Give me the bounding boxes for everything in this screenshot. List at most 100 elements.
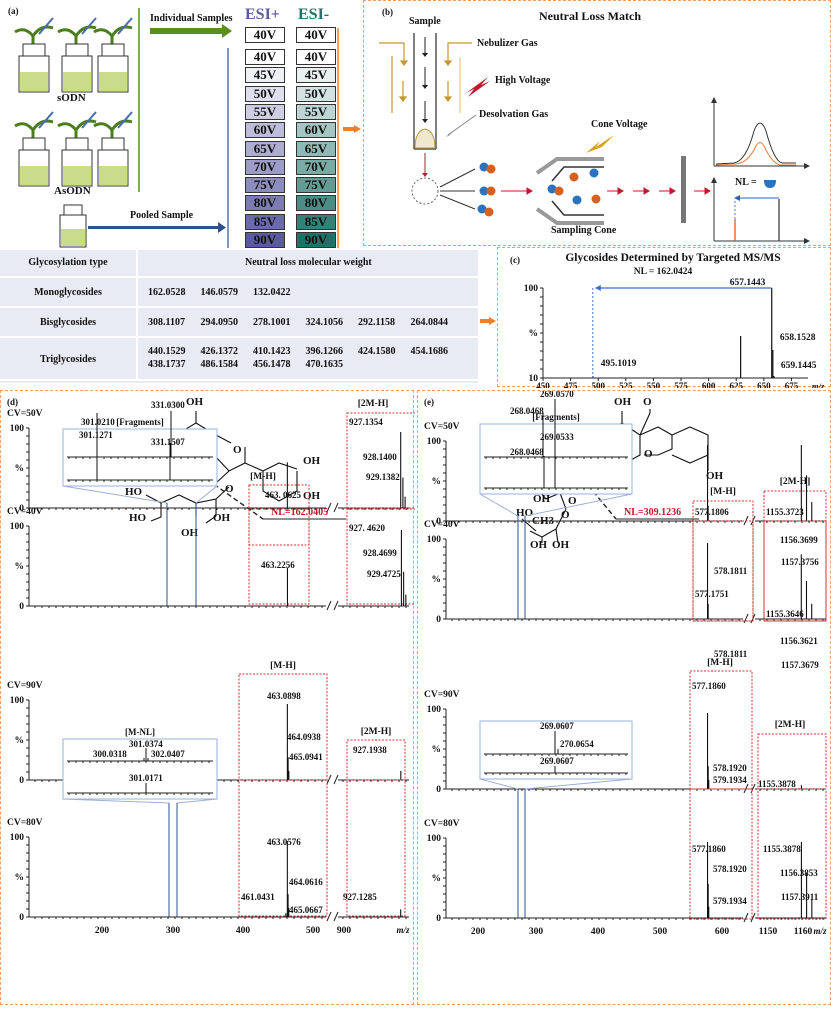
cv-label: CV=80V (7, 818, 43, 828)
structure-atom-label: O (225, 483, 234, 495)
cv-label: CV=90V (7, 681, 43, 691)
structure-atom-label: HO (516, 507, 534, 519)
peak-label: 1155.3723 (766, 507, 804, 517)
neutral-loss-value: 146.0579 (200, 287, 239, 298)
y-label-100: 100 (427, 834, 442, 844)
nl-spectrum-inset (711, 177, 810, 244)
y-label-100: 100 (10, 424, 25, 434)
voltage-box-esi-neg: 90V (296, 232, 336, 248)
red-flow-arrows (501, 187, 711, 195)
sodn-label: sODN (57, 92, 86, 104)
x-tick-label: 1160 (794, 927, 813, 937)
ion-highlight-box (346, 779, 406, 917)
y-label-pct: % (15, 464, 25, 474)
y-label-pct: % (432, 477, 442, 487)
fragment-label: 269.0607 (540, 721, 574, 731)
neutral-loss-table: Glycosylation type Neutral loss molecula… (0, 250, 478, 383)
chromatogram-inset (711, 97, 810, 169)
fragment-inset-box (479, 720, 633, 780)
voltage-box-esi-pos: 85V (245, 213, 285, 230)
fragment-label: 302.0407 (151, 749, 185, 759)
x-tick-label: 900 (337, 926, 352, 936)
individual-esi-neg-voltage: 40V (296, 27, 336, 43)
ion-highlight-box (692, 520, 754, 622)
structure-atom-label: O (643, 396, 652, 408)
sampling-cone-icon (535, 157, 604, 225)
y-tick-label: % (529, 329, 539, 339)
glycosylation-type-cell: Monoglycosides (0, 278, 138, 306)
zoom-guide-line (195, 485, 218, 504)
glycosylation-type-cell: Bisglycosides (0, 308, 138, 336)
ion-highlight-box (248, 508, 310, 605)
y-label-0: 0 (436, 615, 441, 625)
neutral-loss-value: 426.1372 (200, 346, 239, 357)
fragment-label: 301.0171 (129, 773, 163, 783)
peak-label: 464.0938 (287, 732, 321, 742)
peak-label: 578.1920 (713, 763, 747, 773)
x-tick-label: 300 (529, 927, 544, 937)
peak-label: 927.1285 (343, 892, 377, 902)
neutral-loss-value: 438.1737 (148, 359, 186, 370)
neutral-loss-value: 162.0528 (148, 287, 186, 298)
voltage-box-esi-pos: 45V (245, 67, 285, 84)
plant-bottle-group-1 (14, 17, 133, 93)
peak-label: 577.1860 (692, 844, 726, 854)
y-label-0: 0 (436, 785, 441, 795)
structure-atom-label: OH (530, 539, 548, 551)
voltage-box-esi-pos: 80V (245, 195, 285, 212)
peak-label: 463.0898 (267, 691, 301, 701)
orange-arrow-table-to-c (480, 312, 496, 330)
cv-label: CV=40V (424, 520, 460, 530)
cv-label: CV=90V (424, 690, 460, 700)
y-label-0: 0 (19, 504, 24, 514)
neutral-loss-value: 396.1266 (305, 346, 344, 357)
panel-e: (e)NL=309.1236OHOOHOOOHOHOHOOCH3OHOHOHOC… (417, 389, 831, 1005)
peak-label: 927.1354 (349, 417, 383, 427)
voltage-box-esi-neg: 80V (296, 195, 336, 212)
structure-atom-label: OH (213, 512, 231, 524)
peak-label: 577.1751 (695, 589, 729, 599)
sample-illustration (14, 8, 339, 248)
peak-label: 465.0941 (289, 752, 323, 762)
axis-break (326, 774, 332, 785)
ion-type-label: [2M-H] (358, 399, 389, 409)
neutral-loss-value: 132.0422 (253, 287, 291, 298)
ion-highlight-box (689, 788, 753, 920)
peak-label: 1156.3699 (780, 535, 818, 545)
neutral-loss-value: 456.1478 (253, 359, 291, 370)
panel-label: (e) (424, 397, 434, 407)
ion-highlight-box (757, 788, 827, 920)
ion-type-label: [M-H] (710, 487, 736, 497)
zoom-guide-line (524, 493, 633, 517)
x-tick-label: 200 (95, 926, 110, 936)
peak-label: 1156.3853 (780, 868, 818, 878)
individual-samples-label: Individual Samples (150, 13, 233, 24)
fragment-label: 301.0210 (81, 417, 115, 427)
x-tick-label: 625 (729, 381, 743, 388)
y-tick-label: 100 (524, 284, 539, 294)
cv-label: CV=50V (7, 409, 43, 419)
peak-label: 465.0667 (289, 905, 323, 915)
x-axis-label: m/z (812, 381, 825, 388)
peak-label: 1156.3621 (780, 636, 818, 646)
neutral-loss-value: 308.1107 (148, 317, 185, 328)
fragment-label: 331.0300 (151, 400, 185, 410)
panel-d: (d)NL=162.0405OHHOOOHOHOOHOHOOHOHCV=50V1… (0, 390, 418, 1005)
nebulizer-gas-flow (379, 42, 472, 113)
peak-label: 929.4725 (367, 569, 401, 579)
peak-label: 927.1938 (353, 745, 387, 755)
x-axis-label: m/z (396, 925, 410, 935)
y-label-pct: % (432, 575, 442, 585)
ion-type-label: [M-H] (707, 658, 733, 668)
esi-pos-header: ESI+ (245, 6, 280, 23)
y-label-100: 100 (10, 696, 25, 706)
peak-label: 578.1920 (713, 864, 747, 874)
y-label-0: 0 (436, 517, 441, 527)
ion-highlight-box (238, 673, 328, 781)
y-label-100: 100 (427, 535, 442, 545)
peak-label: 464.0616 (289, 877, 323, 887)
ion-highlight-box (248, 484, 310, 546)
peak-label: 578.1811 (714, 566, 748, 576)
chart-e-svg: (e)NL=309.1236OHOOHOOOHOHOHOOCH3OHOHOHOC… (424, 389, 827, 937)
